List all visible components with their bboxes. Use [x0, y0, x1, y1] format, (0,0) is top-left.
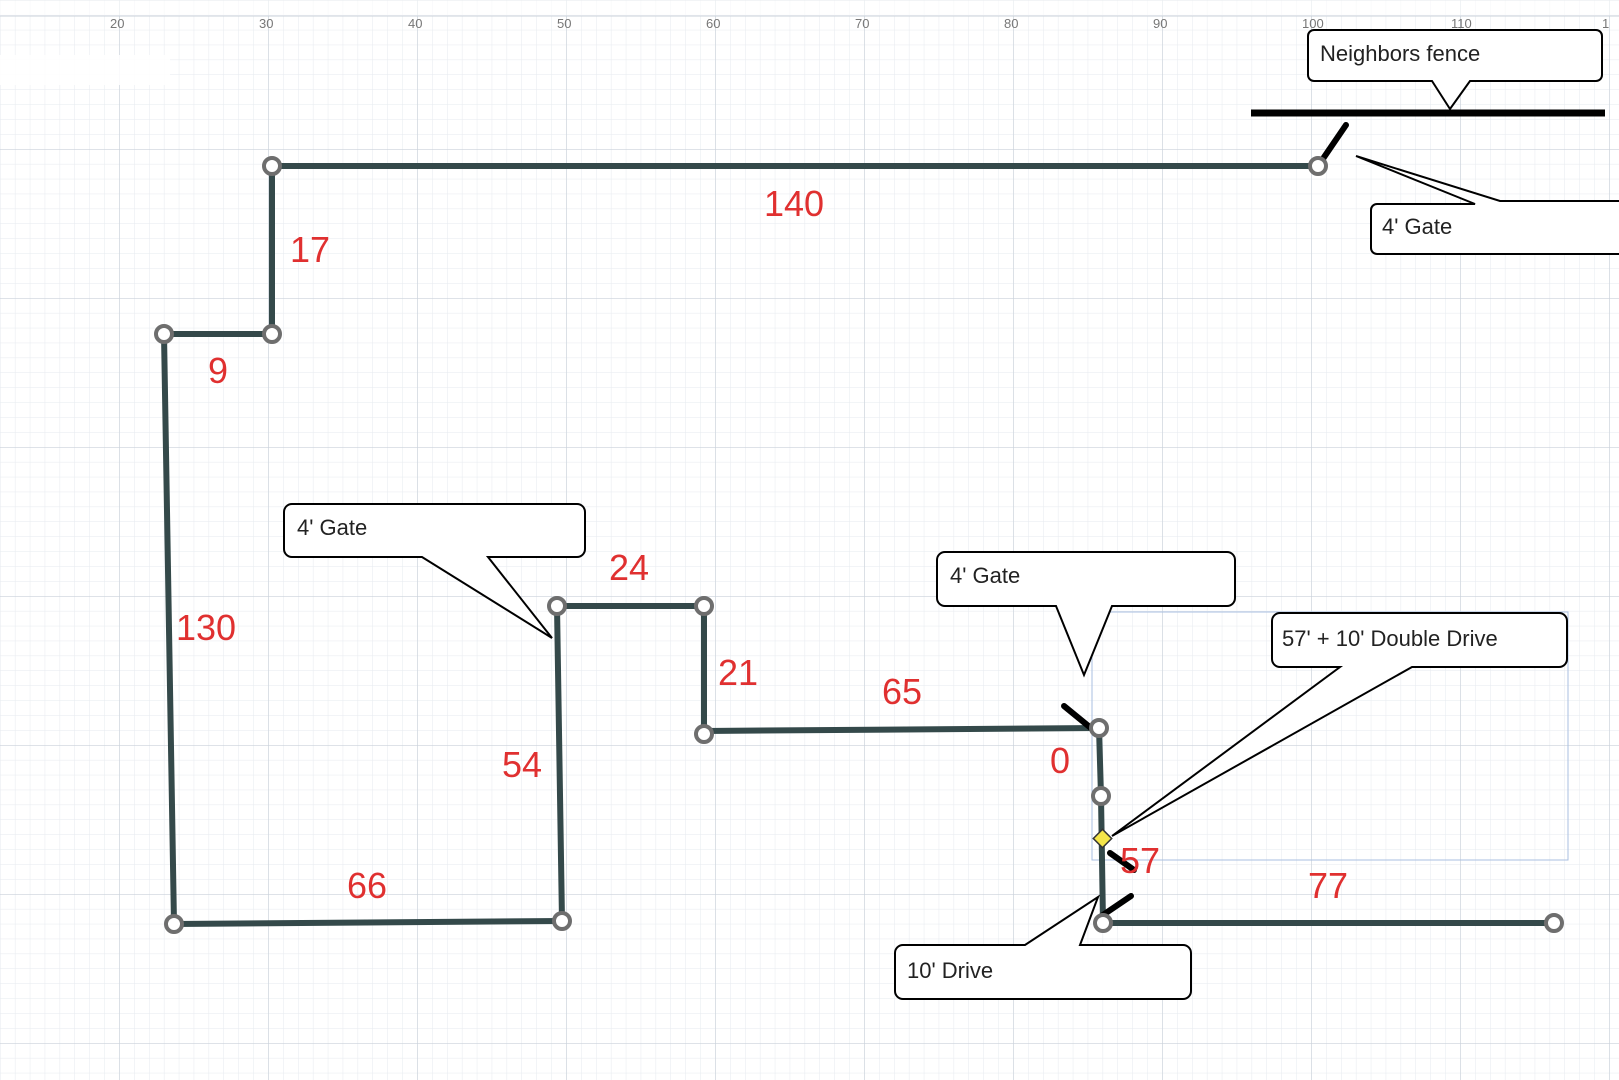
vertex-node[interactable]: [552, 911, 572, 931]
callout-drive[interactable]: 10' Drive: [894, 894, 1192, 1000]
fence-segment-66[interactable]: [171, 918, 565, 927]
top-ruler: 20 30 40 50 60 70 80 90 100 110 1: [0, 0, 1619, 31]
dimension-labels: 140 17 9 130 66 54 24 21 65 0 57 77: [176, 183, 1348, 906]
fence-path[interactable]: [161, 163, 1557, 927]
ruler-label-70: 70: [855, 16, 869, 31]
callout-text: 57' + 10' Double Drive: [1282, 626, 1498, 651]
vertex-node[interactable]: [694, 724, 714, 744]
vertex-node[interactable]: [164, 914, 184, 934]
callout-gate-top[interactable]: 4' Gate: [1355, 155, 1619, 255]
vertex-node[interactable]: [1308, 156, 1328, 176]
ruler-label-20: 20: [110, 16, 124, 31]
callout-text: 4' Gate: [950, 563, 1020, 588]
vertex-node[interactable]: [547, 596, 567, 616]
vertex-node[interactable]: [1544, 913, 1564, 933]
gate-mark-double-drive: [1107, 850, 1137, 873]
dimension-label-0: 0: [1050, 740, 1070, 781]
dimension-label-77: 77: [1308, 865, 1348, 906]
dimension-label-140: 140: [764, 183, 824, 224]
ruler-label-90: 90: [1153, 16, 1167, 31]
callout-text: Neighbors fence: [1320, 41, 1480, 66]
dimension-label-24: 24: [609, 547, 649, 588]
vertex-node[interactable]: [694, 596, 714, 616]
callout-neighbors-fence[interactable]: Neighbors fence: [1307, 29, 1603, 111]
fence-segment-0[interactable]: [1096, 725, 1104, 799]
vertex-node[interactable]: [154, 324, 174, 344]
ruler-label-100: 100: [1302, 16, 1324, 31]
ruler-label-80: 80: [1004, 16, 1018, 31]
dimension-label-130: 130: [176, 607, 236, 648]
dimension-label-65: 65: [882, 671, 922, 712]
dimension-label-57: 57: [1120, 840, 1160, 881]
callout-text: 4' Gate: [297, 515, 367, 540]
ruler-label-30: 30: [259, 16, 273, 31]
fence-segment-54[interactable]: [554, 603, 565, 924]
callout-gate-left[interactable]: 4' Gate: [283, 503, 586, 639]
callout-double-drive[interactable]: 57' + 10' Double Drive: [1111, 612, 1568, 837]
ruler-label-40: 40: [408, 16, 422, 31]
dimension-label-17: 17: [290, 229, 330, 270]
ruler-label-60: 60: [706, 16, 720, 31]
ruler-label-50: 50: [557, 16, 571, 31]
vertex-node[interactable]: [262, 156, 282, 176]
vertex-node[interactable]: [1089, 718, 1109, 738]
vertex-node[interactable]: [1091, 786, 1111, 806]
selection-handle[interactable]: [1092, 828, 1113, 849]
callout-text: 10' Drive: [907, 958, 993, 983]
fence-segment-57[interactable]: [1098, 793, 1106, 926]
dimension-label-9: 9: [208, 350, 228, 391]
fence-segment-130[interactable]: [161, 331, 177, 927]
callout-gate-mid[interactable]: 4' Gate: [936, 551, 1236, 678]
dimension-label-54: 54: [502, 744, 542, 785]
ruler-label-edge: 1: [1602, 16, 1609, 31]
vertex-node[interactable]: [1093, 913, 1113, 933]
callout-text: 4' Gate: [1382, 214, 1452, 239]
vertex-nodes[interactable]: [154, 156, 1564, 934]
dimension-label-66: 66: [347, 865, 387, 906]
fence-segment-65[interactable]: [701, 725, 1102, 734]
dimension-label-21: 21: [718, 652, 758, 693]
vertex-node[interactable]: [262, 324, 282, 344]
ruler-label-110: 110: [1451, 16, 1472, 31]
